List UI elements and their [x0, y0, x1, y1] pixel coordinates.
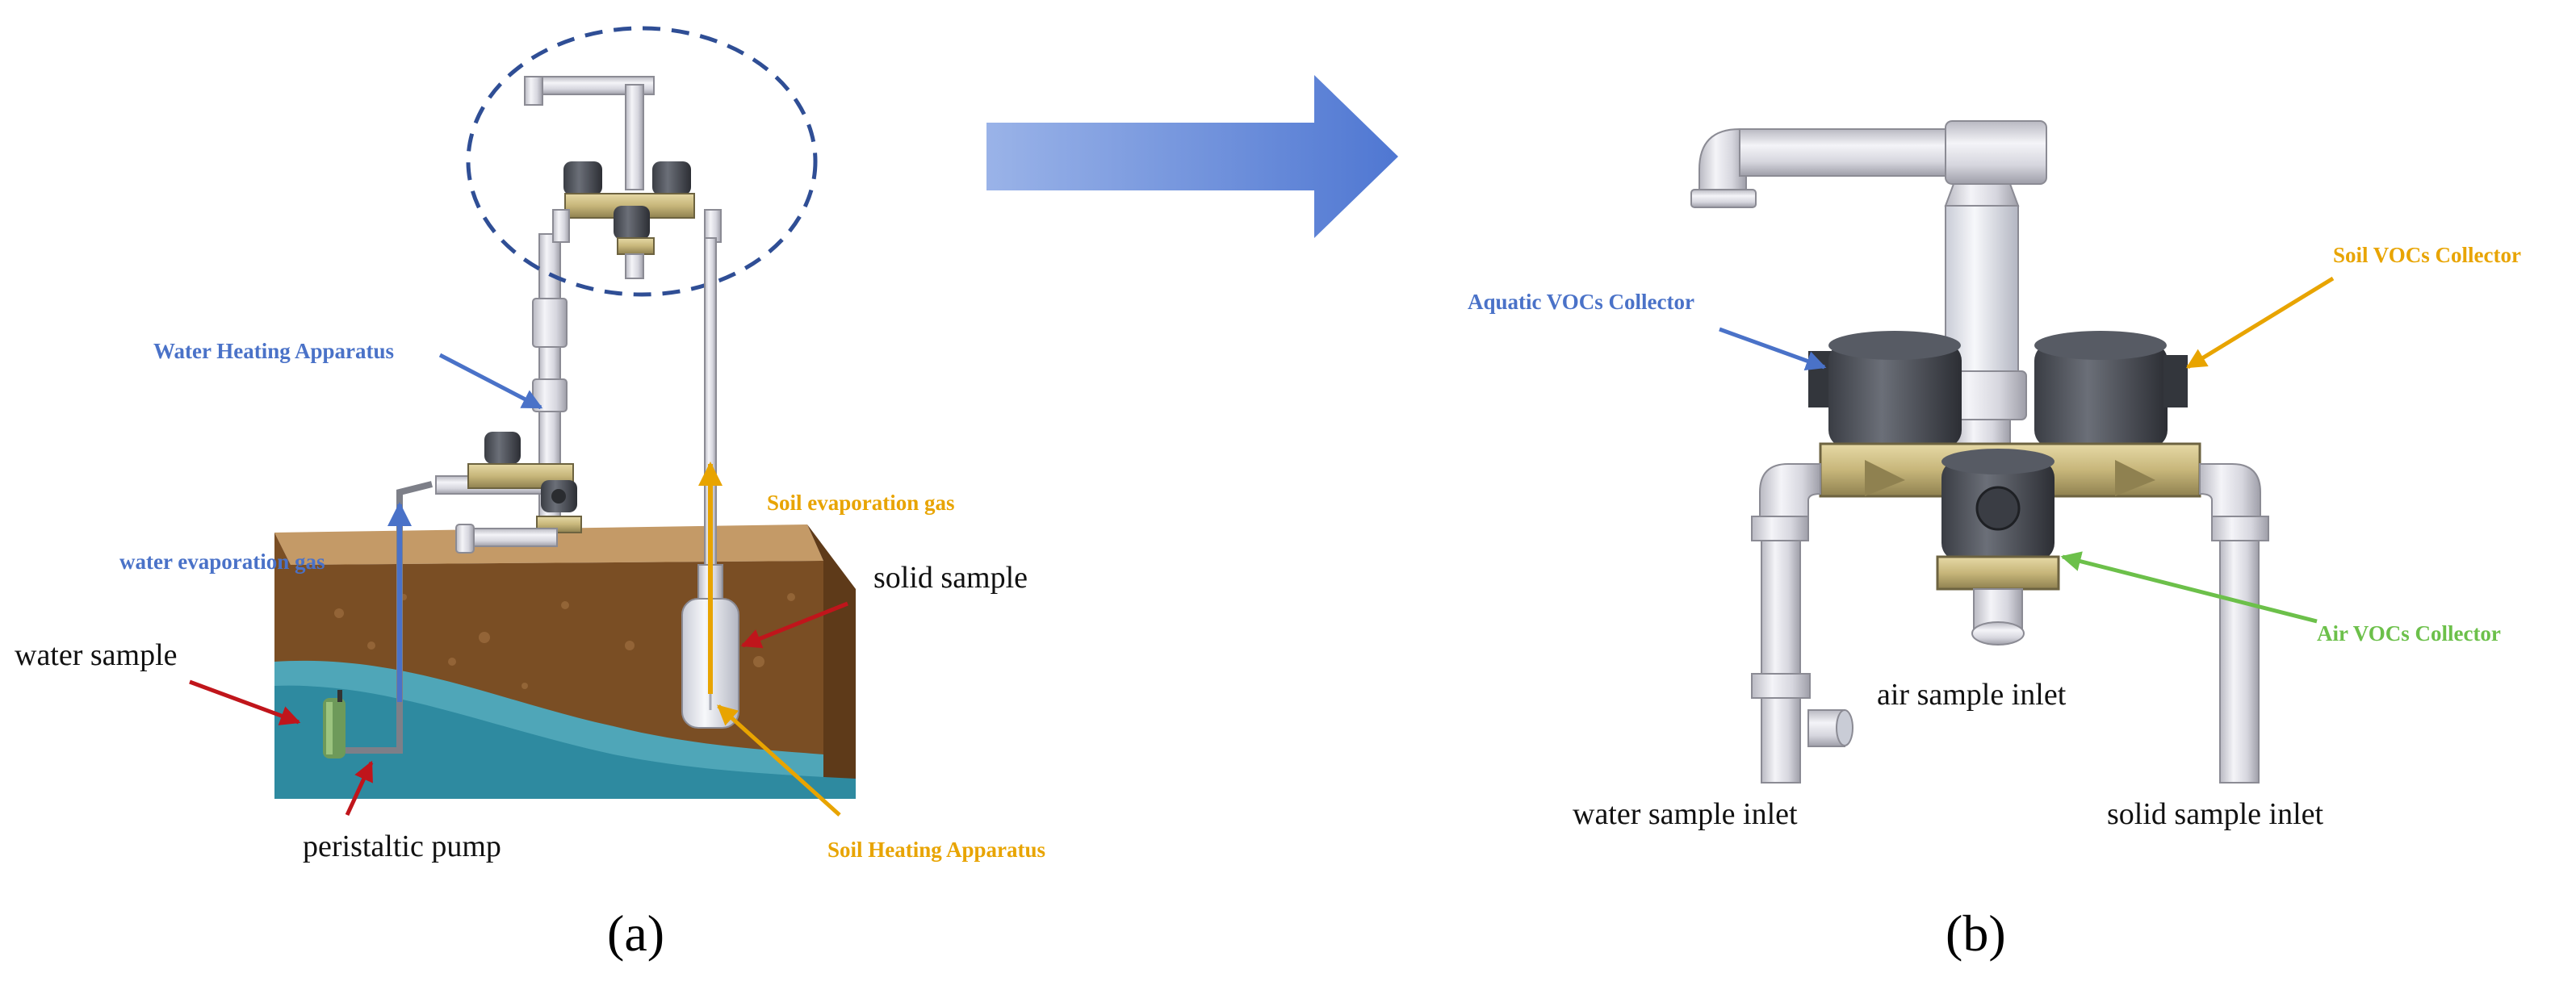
water-sample-label: water sample: [15, 638, 178, 672]
air-collector-coil: [1941, 449, 2055, 561]
transition-arrow: [986, 75, 1398, 238]
peristaltic-pump-icon: [323, 690, 346, 758]
collector-assembly-mini: [524, 76, 722, 279]
soil-heating-apparatus-arrow: [717, 704, 841, 817]
panel-a-caption: (a): [607, 905, 665, 962]
air-vocs-collector-label: Air VOCs Collector: [2317, 621, 2501, 646]
water-heating-apparatus-label: Water Heating Apparatus: [153, 339, 395, 363]
soil-heating-apparatus-label: Soil Heating Apparatus: [827, 838, 1046, 862]
panel-a-illustration: [189, 26, 856, 817]
soil-evaporation-gas-label: Soil evaporation gas: [767, 491, 955, 515]
solid-sample-arrow: [740, 601, 848, 649]
solid-sample-label: solid sample: [873, 561, 1028, 595]
soil-block: [274, 524, 856, 799]
solid-sample-inlet-label: solid sample inlet: [2107, 797, 2324, 831]
highlight-ellipse: [466, 26, 818, 297]
peristaltic-pump-arrow: [345, 760, 374, 817]
water-heating-apparatus-arrow: [438, 353, 543, 410]
water-heating-apparatus: [435, 233, 582, 554]
soil-collector-coil: [2034, 331, 2188, 448]
panel-b-caption: (b): [1946, 905, 2006, 962]
water-sample-arrow: [189, 679, 301, 725]
aquatic-vocs-collector-label: Aquatic VOCs Collector: [1468, 290, 1694, 314]
aquatic-collector-coil: [1808, 331, 1962, 448]
water-evaporation-gas-label: water evaporation gas: [119, 550, 325, 574]
water-sample-inlet-label: water sample inlet: [1573, 797, 1798, 831]
soil-vocs-collector-label: Soil VOCs Collector: [2333, 243, 2521, 267]
soil-vocs-collector-arrow: [2185, 276, 2335, 370]
panel-b-illustration: [1690, 120, 2335, 784]
air-sample-inlet-label: air sample inlet: [1877, 678, 2067, 712]
aquatic-vocs-collector-arrow: [1719, 327, 1827, 371]
peristaltic-pump-label: peristaltic pump: [303, 829, 501, 863]
air-vocs-collector-arrow: [2060, 551, 2318, 624]
